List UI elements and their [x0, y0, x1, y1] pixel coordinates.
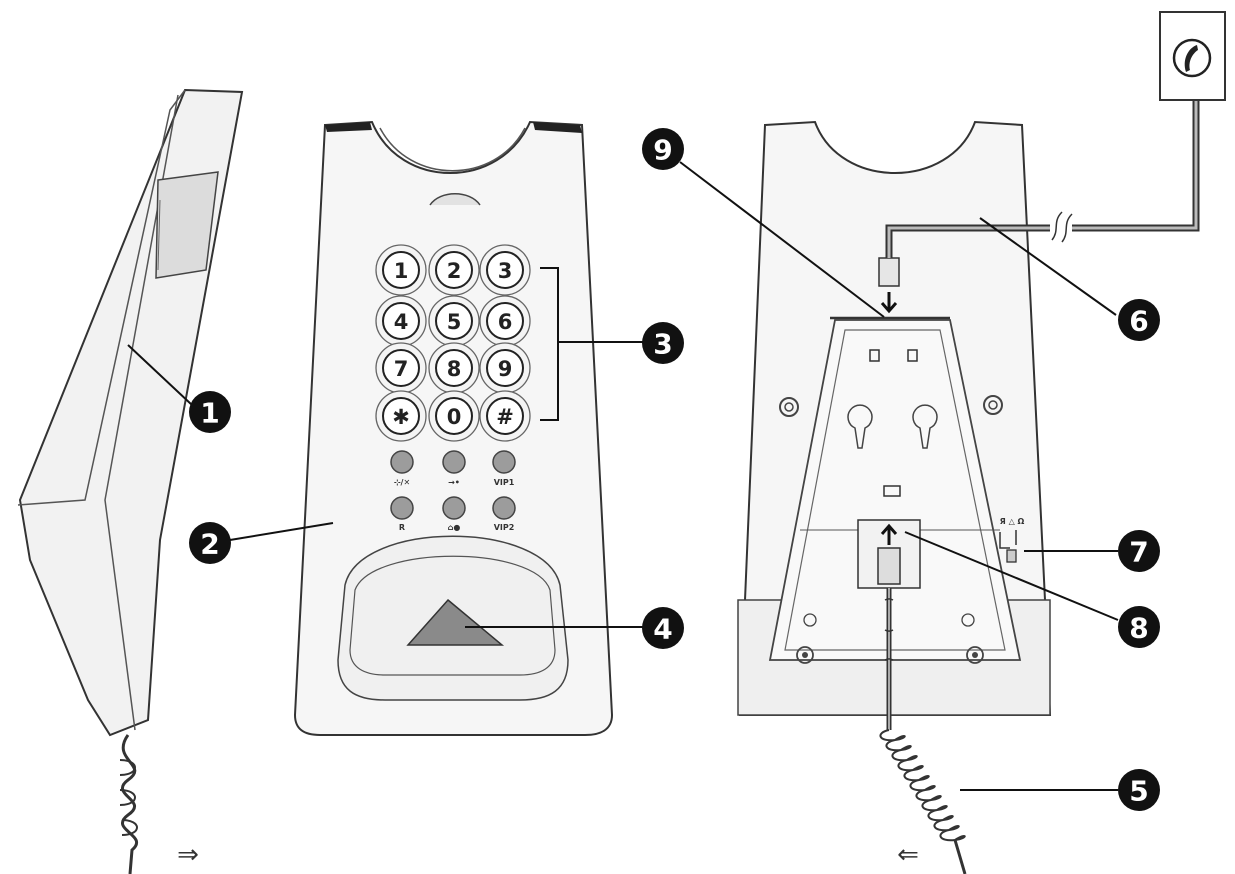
key-label: 7 [394, 357, 409, 381]
leader-lines [127, 161, 1119, 791]
key-label: 6 [498, 310, 513, 334]
key-label: 4 [394, 310, 409, 334]
key-4[interactable]: 4 [375, 295, 427, 347]
function-key-row2-3[interactable]: VIP2 [492, 496, 516, 532]
callouts: 1 2 3 4 5 6 7 8 9 [189, 128, 1160, 811]
keypad[interactable]: 1 2 3 4 5 6 7 8 9 ✱ 0 # [375, 244, 531, 442]
key-label: ✱ [392, 405, 410, 429]
callout-9: 9 [642, 128, 684, 170]
wall-socket [1159, 11, 1226, 101]
callout-number: 8 [1129, 612, 1148, 645]
rear-coiled-cord [879, 588, 967, 874]
key-label: # [496, 405, 514, 429]
function-key-label: ⊹/✕ [394, 478, 410, 487]
function-key-row1-2[interactable]: →• [442, 450, 466, 487]
handset-coiled-cord [119, 734, 139, 874]
callout-1: 1 [189, 391, 231, 433]
cord-direction-arrow-left: ⇒ [177, 840, 199, 870]
callout-number: 9 [653, 134, 672, 167]
key-5[interactable]: 5 [428, 295, 480, 347]
key-hash[interactable]: # [479, 390, 531, 442]
key-label: 2 [447, 259, 462, 283]
key-6[interactable]: 6 [479, 295, 531, 347]
phone-base-rear [737, 120, 1052, 716]
function-key-row2-2[interactable]: ⌂● [442, 496, 466, 532]
ringer-switch[interactable]: Я △ Ω [999, 517, 1025, 563]
key-star[interactable]: ✱ [375, 390, 427, 442]
function-key-label: VIP1 [494, 478, 515, 487]
key-label: 8 [447, 357, 462, 381]
callout-8: 8 [1118, 606, 1160, 648]
key-label: 1 [394, 259, 409, 283]
handset [17, 88, 244, 737]
callout-number: 6 [1129, 305, 1148, 338]
key-8[interactable]: 8 [428, 342, 480, 394]
callout-3: 3 [642, 322, 684, 364]
callout-4: 4 [642, 607, 684, 649]
key-1[interactable]: 1 [375, 244, 427, 296]
callout-7: 7 [1118, 530, 1160, 572]
key-0[interactable]: 0 [428, 390, 480, 442]
handset-jack[interactable] [857, 519, 921, 589]
key-label: 0 [447, 405, 462, 429]
key-label: 9 [498, 357, 513, 381]
callout-number: 5 [1129, 775, 1148, 808]
callout-number: 2 [200, 528, 219, 561]
key-label: 3 [498, 259, 513, 283]
callout-5: 5 [1118, 769, 1160, 811]
function-key-label: →• [448, 478, 460, 487]
key-2[interactable]: 2 [428, 244, 480, 296]
hook-switch[interactable] [337, 535, 569, 701]
function-key-label: ⌂● [448, 523, 461, 532]
callout-number: 1 [200, 397, 219, 430]
callout-6: 6 [1118, 299, 1160, 341]
ringer-switch-label: Я △ Ω [1000, 517, 1025, 526]
function-key-row2-1[interactable]: R [390, 496, 414, 532]
function-key-label: R [399, 523, 405, 532]
key-9[interactable]: 9 [479, 342, 531, 394]
line-cord [885, 100, 1200, 258]
callout-number: 3 [653, 328, 672, 361]
function-key-label: VIP2 [494, 523, 515, 532]
function-key-row1-1[interactable]: ⊹/✕ [390, 450, 414, 487]
callout-2: 2 [189, 522, 231, 564]
telephone-handset-icon [1184, 45, 1198, 72]
key-3[interactable]: 3 [479, 244, 531, 296]
key-7[interactable]: 7 [375, 342, 427, 394]
line-jack[interactable] [878, 257, 900, 314]
callout-number: 4 [653, 613, 672, 646]
cord-direction-arrow-right: ⇐ [897, 840, 919, 870]
key-label: 5 [447, 310, 462, 334]
function-key-row1-3[interactable]: VIP1 [492, 450, 516, 487]
callout-number: 7 [1129, 536, 1148, 569]
